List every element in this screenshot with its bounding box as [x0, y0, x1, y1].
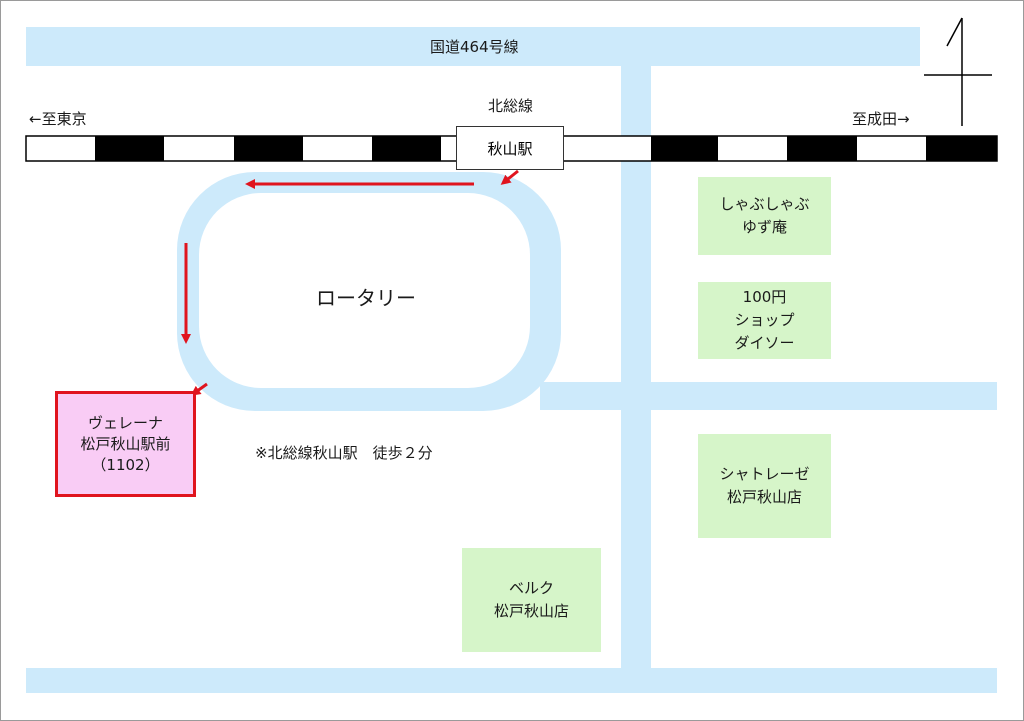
destination-name: ヴェレーナ	[87, 413, 163, 432]
landmark-daiso: 100円 ショップ ダイソー	[698, 282, 831, 359]
to-narita-label: 至成田→	[852, 110, 910, 128]
destination-verena: ヴェレーナ 松戸秋山駅前 （1102）	[55, 391, 196, 497]
route-arrow-1	[500, 169, 519, 185]
destination-number: （1102）	[91, 455, 160, 474]
railway-line-label: 北総線	[488, 97, 534, 115]
station-label: 秋山駅	[487, 139, 533, 158]
landmark-line: ベルク	[508, 579, 554, 597]
to-tokyo-label: ←至東京	[29, 110, 87, 128]
landmark-belc: ベルク 松戸秋山店	[462, 548, 601, 652]
landmark-line: 松戸秋山店	[493, 602, 569, 620]
rotary-label: ロータリー	[316, 286, 416, 310]
rotary-center	[199, 193, 530, 388]
landmark-line: シャトレーゼ	[719, 465, 810, 483]
vertical-road	[621, 66, 651, 668]
landmark-shabushabu-yuzuan: しゃぶしゃぶ ゆず庵	[698, 177, 831, 255]
north-arrow-icon	[924, 17, 992, 126]
bottom-road	[26, 668, 997, 693]
national-route-label: 国道464号線	[430, 38, 519, 56]
walk-time-note: ※北総線秋山駅 徒歩２分	[255, 444, 433, 462]
landmark-line: しゃぶしゃぶ	[719, 195, 810, 213]
landmark-line: 松戸秋山店	[726, 488, 802, 506]
landmark-chateraise: シャトレーゼ 松戸秋山店	[698, 434, 831, 538]
destination-location: 松戸秋山駅前	[80, 434, 171, 453]
akiyama-station: 秋山駅	[456, 126, 564, 170]
national-route-road	[26, 27, 920, 66]
landmark-line: ゆず庵	[741, 218, 787, 236]
landmark-line: ダイソー	[734, 334, 795, 352]
horizontal-road-middle	[540, 382, 997, 410]
landmark-line: ショップ	[734, 311, 795, 329]
landmark-line: 100円	[742, 288, 787, 306]
